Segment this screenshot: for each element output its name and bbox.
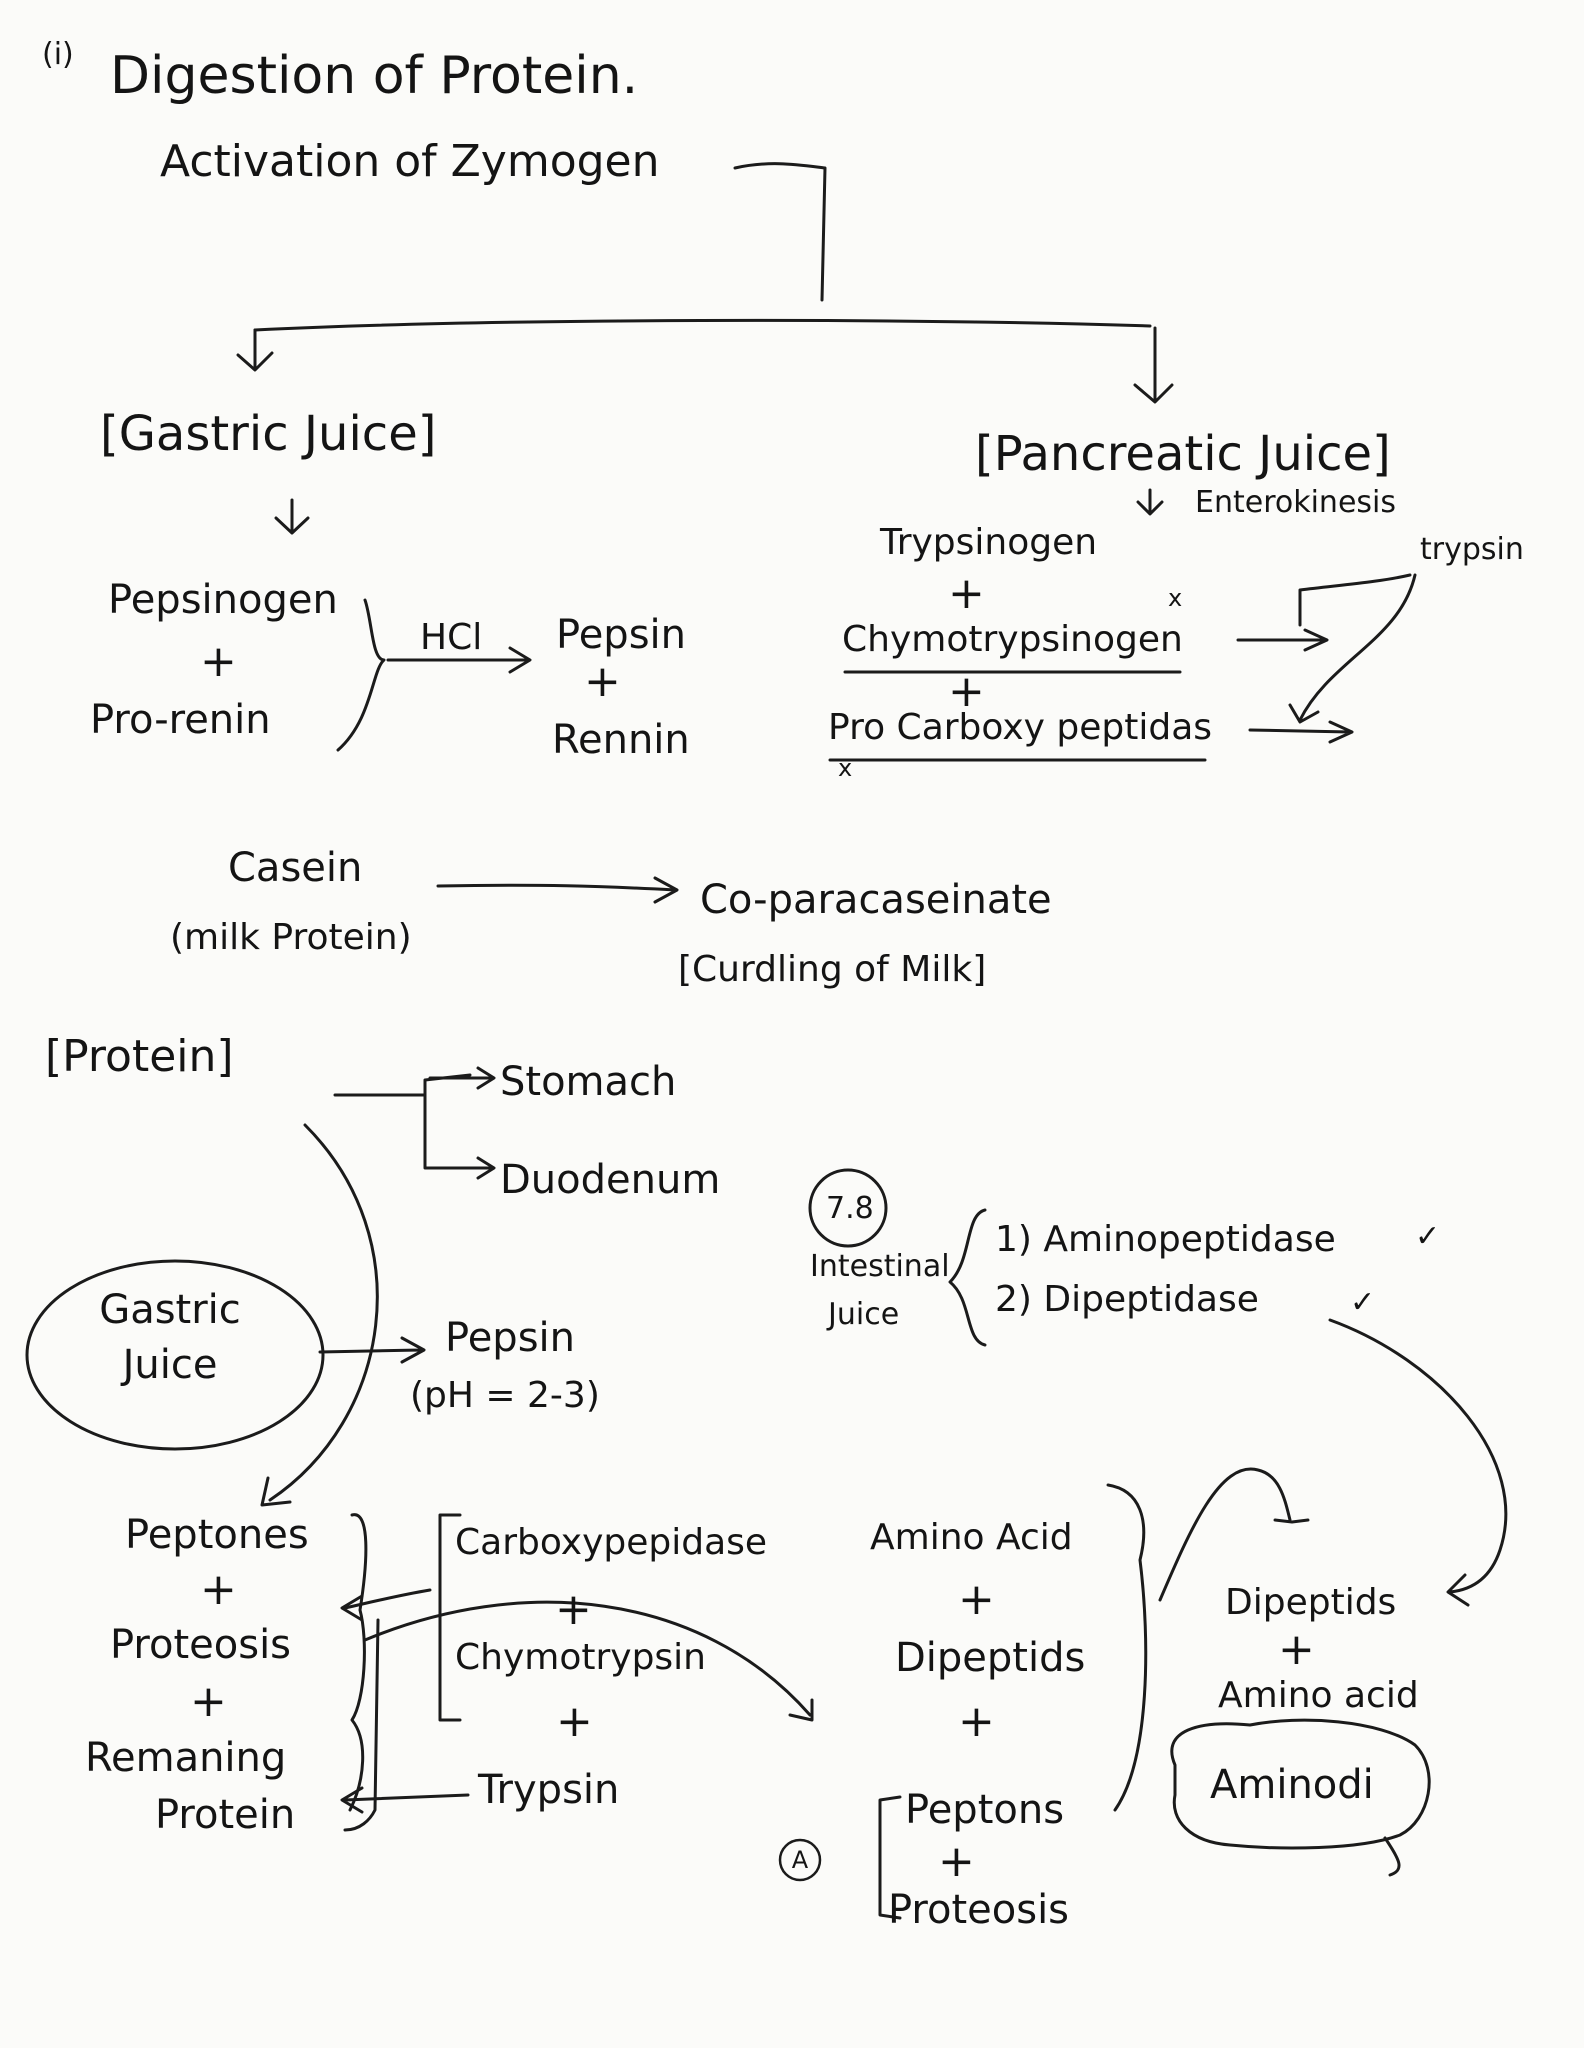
page-title: Digestion of Protein. [110, 46, 639, 106]
gastric-pepsin-label: Pepsin [445, 1315, 575, 1361]
enzymes-bracket [438, 1513, 462, 1722]
gastric-juice-oval [25, 1259, 325, 1451]
co-paracaseinate-label: Co-paracaseinate [700, 877, 1052, 923]
casein-arrow [436, 876, 679, 904]
dipeptids-2-label: Dipeptids [1225, 1582, 1397, 1623]
intestinal-label-1: Intestinal [810, 1249, 950, 1284]
trypsin-branch [1298, 573, 1412, 627]
amino-acid-plus: + [958, 1574, 995, 1625]
enzyme-to-products1-arrow [340, 1588, 432, 1622]
casein-label: Casein [228, 845, 363, 891]
arrow-gastric-down [274, 498, 310, 535]
page-subtitle: Activation of Zymogen [160, 136, 660, 187]
dipeptidase-curve [1328, 1318, 1508, 1607]
trypsin-to-protein-arrow [340, 1786, 470, 1814]
arrow-to-pancreatic [1133, 326, 1174, 404]
carboxypeptidase-label: Carboxypepidase [455, 1522, 768, 1563]
marker-a: A [791, 1846, 809, 1874]
zymogen-bracket [733, 162, 827, 302]
intestinal-brace [948, 1208, 987, 1347]
protein-remaining-label: Protein [155, 1792, 296, 1838]
pepsin-label: Pepsin [556, 612, 686, 658]
gastric-juice-label-2: Juice [122, 1342, 218, 1388]
peptons-plus: + [938, 1836, 975, 1887]
pepsin-plus: + [584, 656, 621, 707]
products2-bracket [1106, 1483, 1148, 1812]
procarboxypeptidase-label: Pro Carboxy peptidas [828, 707, 1213, 748]
dipeptidase-label: 2) Dipeptidase [995, 1279, 1259, 1320]
procarboxy-x-mark: x [838, 754, 853, 782]
remaning-label: Remaning [85, 1735, 287, 1781]
duodenum-arrow [428, 1156, 496, 1180]
hcl-arrow [386, 646, 532, 674]
pepsinogen-label: Pepsinogen [108, 577, 338, 623]
enterokinesis-label: Enterokinesis [1195, 485, 1396, 520]
dipeptidase-check: ✓ [1350, 1285, 1376, 1320]
chymotrypsin-label: Chymotrypsin [455, 1637, 706, 1678]
protein-label: [Protein] [45, 1031, 234, 1082]
pancreatic-heading: [Pancreatic Juice] [975, 426, 1391, 482]
duodenum-label: Duodenum [500, 1157, 721, 1203]
chymotrypsinogen-plus: + [948, 666, 985, 717]
carboxypeptidase-plus: + [555, 1584, 592, 1635]
trypsin-label: Trypsin [478, 1767, 620, 1813]
trypsinogen-label: Trypsinogen [880, 522, 1098, 563]
peptones-label: Peptones [125, 1512, 309, 1558]
arrow-to-gastric [236, 328, 274, 372]
intestinal-label-2: Juice [828, 1297, 900, 1332]
dipeptids-plus: + [958, 1696, 995, 1747]
products1-vertical-link [343, 1618, 380, 1832]
trypsin-small-label: trypsin [1420, 532, 1524, 567]
aminodi-cloud [1170, 1718, 1431, 1850]
stomach-label: Stomach [500, 1059, 677, 1105]
amino-acid-label: Amino Acid [870, 1517, 1073, 1558]
rennin-label: Rennin [552, 717, 690, 763]
curdling-note: [Curdling of Milk] [678, 949, 987, 990]
aminodi-label: Aminodi [1210, 1762, 1374, 1808]
peptons-bracket [878, 1795, 902, 1920]
intestinal-ph-value: 7.8 [826, 1191, 874, 1226]
ph-circle [808, 1168, 888, 1248]
aminopeptidase-check: ✓ [1415, 1219, 1441, 1254]
peptons-label: Peptons [905, 1787, 1065, 1833]
trypsinogen-x-mark: x [1168, 584, 1183, 612]
products2-to-products3-curve [1158, 1467, 1310, 1602]
pro-renin-label: Pro-renin [90, 697, 271, 743]
pepsinogen-bracket [336, 598, 386, 752]
gastric-juice-label-1: Gastric [99, 1287, 241, 1333]
products1-bracket [348, 1513, 368, 1812]
proteosis-2-label: Proteosis [888, 1887, 1070, 1933]
peptones-plus: + [200, 1564, 237, 1615]
protein-branch-bracket [423, 1073, 472, 1170]
casein-note: (milk Protein) [170, 917, 412, 958]
aminopeptidase-label: 1) Aminopeptidase [995, 1219, 1336, 1260]
pepsinogen-plus: + [200, 636, 237, 687]
marker-a-circle [778, 1838, 822, 1882]
products1-to-products2-curve [363, 1600, 814, 1722]
chymo-arrow [1236, 628, 1329, 652]
protein-curve [260, 1123, 379, 1507]
proteosis-label: Proteosis [110, 1622, 292, 1668]
amino-acid-2-label: Amino acid [1218, 1675, 1419, 1716]
gastric-heading: [Gastric Juice] [100, 406, 437, 462]
hcl-label: HCl [420, 617, 483, 658]
trypsinogen-plus: + [948, 568, 985, 619]
dipeptids-2-plus: + [1278, 1624, 1315, 1675]
gastric-pepsin-arrow [318, 1336, 426, 1364]
enterokinesis-arrow [1136, 488, 1164, 516]
gastric-ph-label: (pH = 2-3) [410, 1375, 600, 1416]
dipeptids-label: Dipeptids [895, 1635, 1086, 1681]
trypsin-curve [1288, 573, 1417, 724]
procarboxy-arrow [1248, 720, 1354, 744]
chymotrypsin-plus: + [556, 1696, 593, 1747]
aminodi-tail [1383, 1836, 1401, 1877]
proteosis-plus: + [190, 1676, 227, 1727]
chymotrypsinogen-label: Chymotrypsinogen [842, 619, 1183, 660]
section-number: (i) [42, 37, 74, 72]
stomach-arrow [428, 1066, 496, 1090]
zymogen-split-line [253, 318, 1152, 332]
